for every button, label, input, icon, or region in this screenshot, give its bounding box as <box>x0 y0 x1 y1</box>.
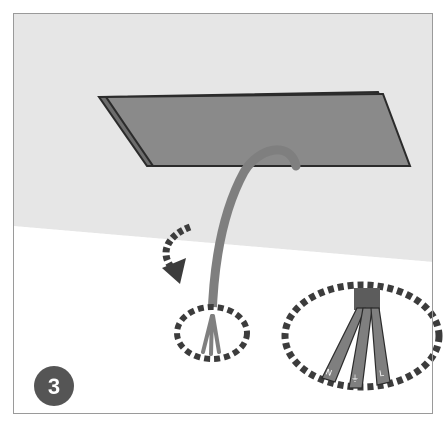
wire-neutral <box>321 307 366 383</box>
cable-end-marker <box>174 304 250 362</box>
wire-label-neutral: N <box>325 367 334 378</box>
wire-earth <box>348 307 373 389</box>
curved-arrow-icon <box>162 223 192 284</box>
small-wire-3 <box>211 314 221 354</box>
curved-arrow-head <box>162 258 186 284</box>
small-wire-2 <box>209 314 214 356</box>
ceiling-plate <box>97 90 412 168</box>
step-number: 3 <box>48 374 60 399</box>
ceiling-plate-face <box>104 92 412 167</box>
power-cable <box>207 145 301 323</box>
step-badge: 3 <box>34 366 74 406</box>
curved-arrow-shaft <box>162 223 192 271</box>
step-badge-circle <box>34 366 74 406</box>
wire-close-up: N ⏚ L <box>281 281 443 391</box>
wire-label-earth: ⏚ <box>351 374 359 383</box>
wire-live <box>370 307 391 386</box>
panel-border <box>13 13 433 414</box>
wire-label-live: L <box>379 369 385 379</box>
cable-jacket <box>354 288 380 310</box>
